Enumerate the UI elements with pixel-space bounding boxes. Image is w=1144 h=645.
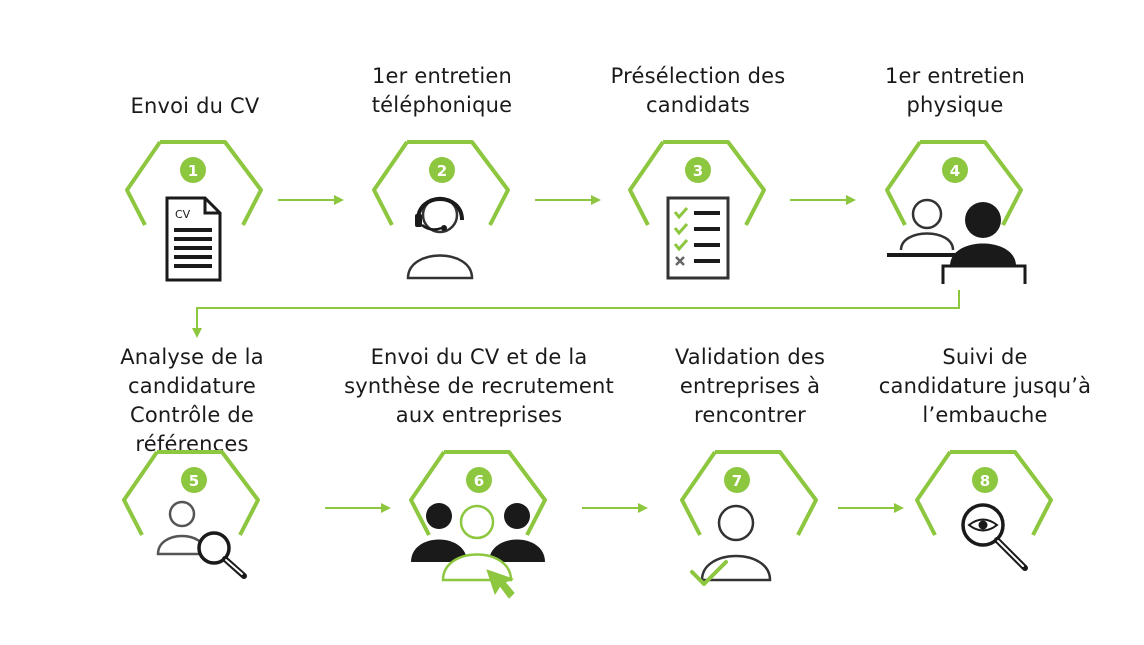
eye-magnifier-icon [961, 503, 1028, 571]
hexagon-frame: 1 CV [75, 120, 315, 320]
step-number: 5 [189, 472, 199, 490]
step-number: 7 [732, 472, 742, 490]
hexagon-frame: 5 [72, 430, 312, 630]
step-label: Présélection des candidats [610, 64, 786, 117]
arrow-right [582, 503, 648, 513]
hexagon-frame: 6 [359, 430, 599, 630]
hexagon-frame: 2 [322, 120, 562, 320]
step-label: Suivi de candidature jusqu’à l’embauche [878, 345, 1092, 427]
step-label: 1er entretien physique [884, 64, 1026, 117]
hexagon-frame: 3 [578, 120, 818, 320]
step-number: 1 [188, 162, 198, 180]
interview-desk-icon [887, 198, 1027, 284]
step-number: 6 [474, 472, 484, 490]
checklist-icon [666, 196, 730, 280]
cv-document-icon: CV [165, 196, 222, 282]
step-label: Envoi du CV [130, 94, 260, 118]
hexagon-frame: 7 [630, 430, 870, 630]
step-number: 2 [437, 162, 447, 180]
person-magnifier-icon [156, 500, 247, 579]
step-number: 8 [980, 472, 990, 490]
step-label: Envoi du CV et de la synthèse de recrute… [344, 345, 614, 427]
arrow-right [535, 195, 601, 205]
arrow-right [278, 195, 344, 205]
person-check-icon [690, 504, 772, 586]
arrow-right [325, 503, 391, 513]
headset-person-icon [406, 196, 474, 280]
arrow-right [838, 503, 904, 513]
hexagon-frame: 8 [865, 430, 1105, 630]
group-select-icon [411, 503, 545, 599]
step-number: 4 [950, 162, 960, 180]
arrow-connector [192, 290, 960, 338]
step-label: Validation des entreprises à rencontrer [674, 345, 826, 427]
step-label: 1er entretien téléphonique [371, 64, 513, 117]
hexagon-frame: 4 [835, 120, 1075, 320]
step-number: 3 [693, 162, 703, 180]
cv-text: CV [175, 208, 191, 221]
step-number-badge [180, 157, 206, 183]
arrow-right [790, 195, 856, 205]
